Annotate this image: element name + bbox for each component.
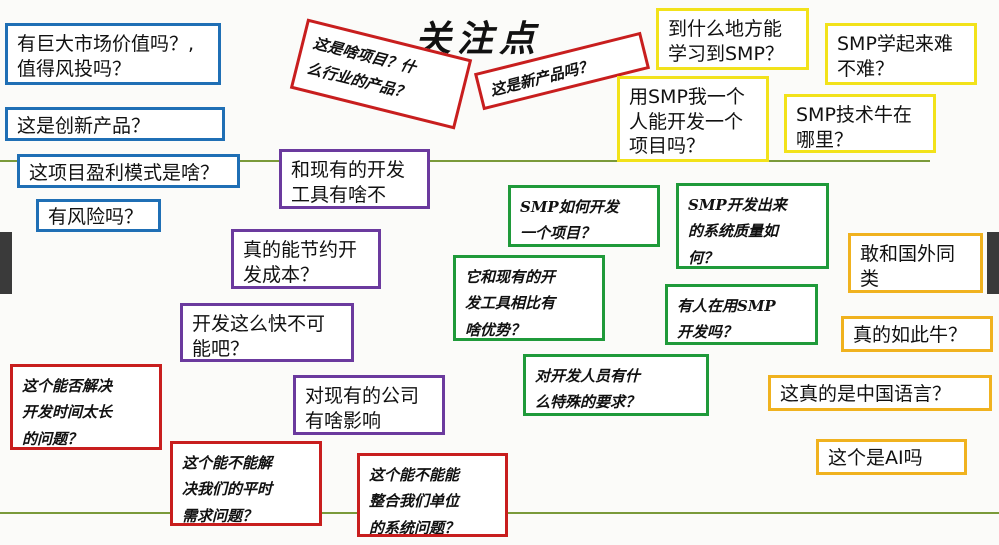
left-edge-tab	[0, 232, 12, 294]
note-difference-tools: 和现有的开发 工具有啥不同？	[279, 149, 430, 209]
note-innovative-product: 这是创新产品？	[5, 107, 225, 141]
note-is-ai: 这个是AI吗	[816, 439, 967, 475]
note-save-cost: 真的能节约开 发成本？	[231, 229, 381, 289]
note-advantage: 它和现有的开 发工具相比有 啥优势？	[453, 255, 605, 341]
note-chinese-language: 这真的是中国语言？	[768, 375, 992, 411]
note-how-develop: SMP如何开发 一个项目？	[508, 185, 660, 247]
note-anyone-using: 有人在用SMP 开发吗？	[665, 284, 818, 345]
note-compare-foreign: 敢和国外同类 产品比？	[848, 233, 983, 293]
note-hard-to-learn: SMP学起来难 不难？	[825, 23, 977, 85]
note-company-impact: 对现有的公司 有啥影响	[293, 375, 445, 435]
right-edge-tab	[987, 232, 999, 294]
note-too-fast: 开发这么快不可 能吧？	[180, 303, 354, 362]
note-really-strong: 真的如此牛？	[841, 316, 993, 352]
note-one-person: 用SMP我一个 人能开发一个 项目吗？	[617, 76, 769, 162]
note-risk: 有风险吗？	[36, 199, 161, 232]
note-integration: 这个能不能能 整合我们单位 的系统问题？	[357, 453, 508, 537]
note-profit-model: 这项目盈利模式是啥？	[17, 154, 240, 188]
note-daily-needs: 这个能不能解 决我们的平时 需求问题？	[170, 441, 322, 526]
note-market-value: 有巨大市场价值吗？, 值得风投吗？	[5, 23, 221, 85]
note-where-learn: 到什么地方能 学习到SMP？	[656, 8, 809, 70]
divider-line-top	[0, 160, 930, 162]
note-developer-requirements: 对开发人员有什 么特殊的要求？	[523, 354, 709, 416]
note-system-quality: SMP开发出来 的系统质量如 何？	[676, 183, 829, 269]
note-tech-strength: SMP技术牛在 哪里？	[784, 94, 936, 153]
note-dev-time: 这个能否解决 开发时间太长 的问题？	[10, 364, 162, 450]
